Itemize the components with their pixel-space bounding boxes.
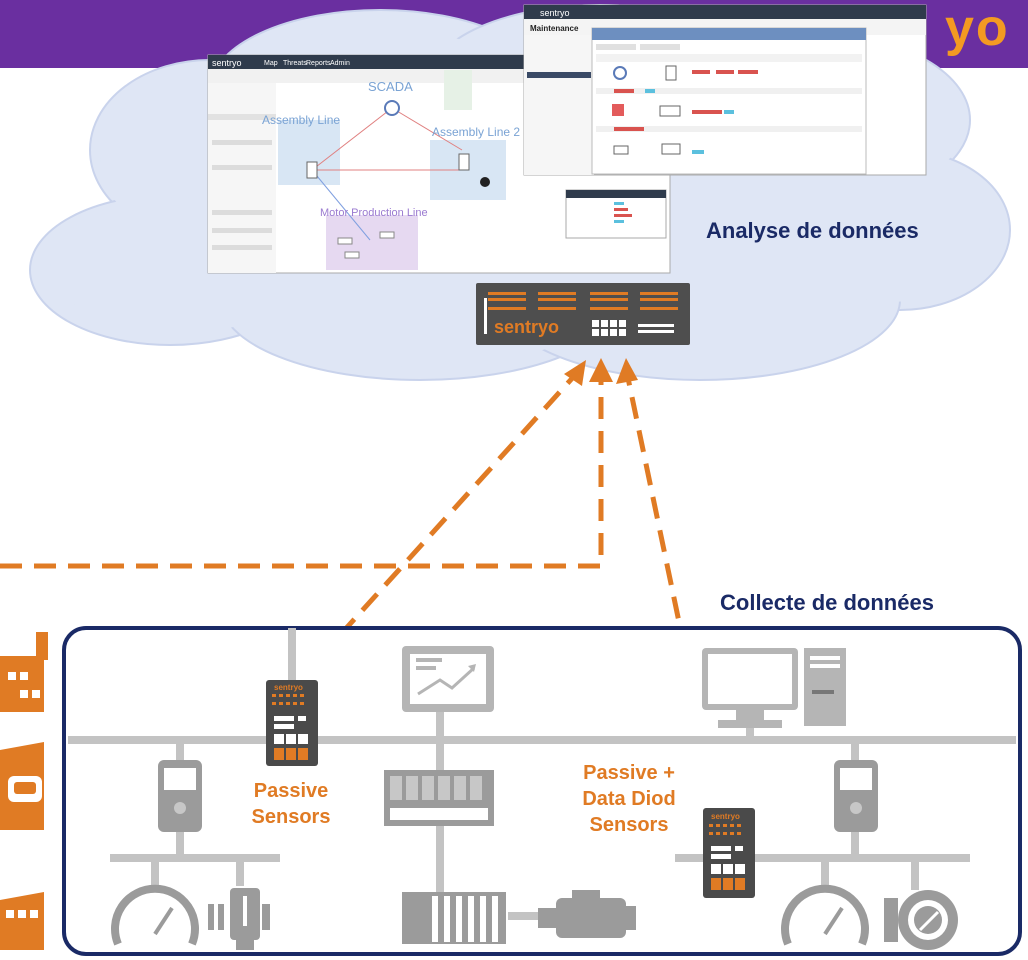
map-nav-map: Map	[264, 60, 278, 67]
diode-sensor-label-line1: Passive +	[583, 762, 675, 784]
map-nav-admin: Admin	[330, 60, 350, 67]
diode-sensor-label: Passive + Data Diod Sensors	[566, 760, 692, 838]
controller-icon-right	[834, 760, 878, 832]
passive-sensor-label: Passive Sensors	[236, 778, 346, 830]
passive-sensor-brand: sentryo	[274, 683, 303, 692]
diode-sensor-label-line2: Data Diod	[582, 788, 676, 810]
controller-icon-left	[158, 760, 202, 832]
diode-sensor-brand: sentryo	[711, 812, 740, 821]
map-nav-reports: Reports	[306, 60, 331, 67]
motor-icon	[538, 890, 636, 938]
analysis-label: Analyse de données	[706, 218, 919, 243]
appliance-brand: sentryo	[494, 317, 559, 337]
warehouse-icon	[0, 892, 44, 950]
plc-icon	[384, 770, 494, 826]
map-nav-threats: Threats	[283, 60, 307, 67]
group-scada: SCADA	[368, 79, 413, 94]
pressure-gauge-right	[781, 884, 869, 946]
collection-label: Collecte de données	[720, 590, 934, 615]
diode-sensor-device	[703, 808, 755, 898]
passive-sensor-device	[266, 680, 318, 766]
temperature-sensor-icon	[208, 888, 270, 950]
maintenance-brand: sentryo	[540, 8, 570, 18]
arrow-heads	[564, 358, 638, 386]
passive-sensor-label-line2: Sensors	[251, 806, 331, 828]
sentryo-appliance	[476, 283, 690, 345]
workstation-icon	[702, 648, 846, 728]
io-rack-icon	[402, 892, 506, 944]
map-brand: sentryo	[212, 58, 242, 68]
passive-sensor-label-line1: Passive	[253, 780, 329, 802]
car-factory-icon	[0, 742, 44, 830]
group-assembly-line-2: Assembly Line 2	[432, 125, 520, 139]
brand-logo-fragment: yo	[945, 0, 1010, 57]
diode-sensor-label-line3: Sensors	[589, 814, 669, 836]
pump-icon	[884, 890, 958, 950]
maintenance-screenshot	[523, 4, 927, 176]
pressure-gauge-left	[111, 884, 199, 946]
device-status-panel	[565, 189, 667, 239]
group-assembly-line: Assembly Line	[262, 113, 340, 127]
maintenance-title: Maintenance	[530, 24, 579, 33]
group-motor-production: Motor Production Line	[320, 207, 428, 219]
factory-icon	[0, 632, 48, 712]
hmi-monitor-icon	[402, 646, 494, 712]
